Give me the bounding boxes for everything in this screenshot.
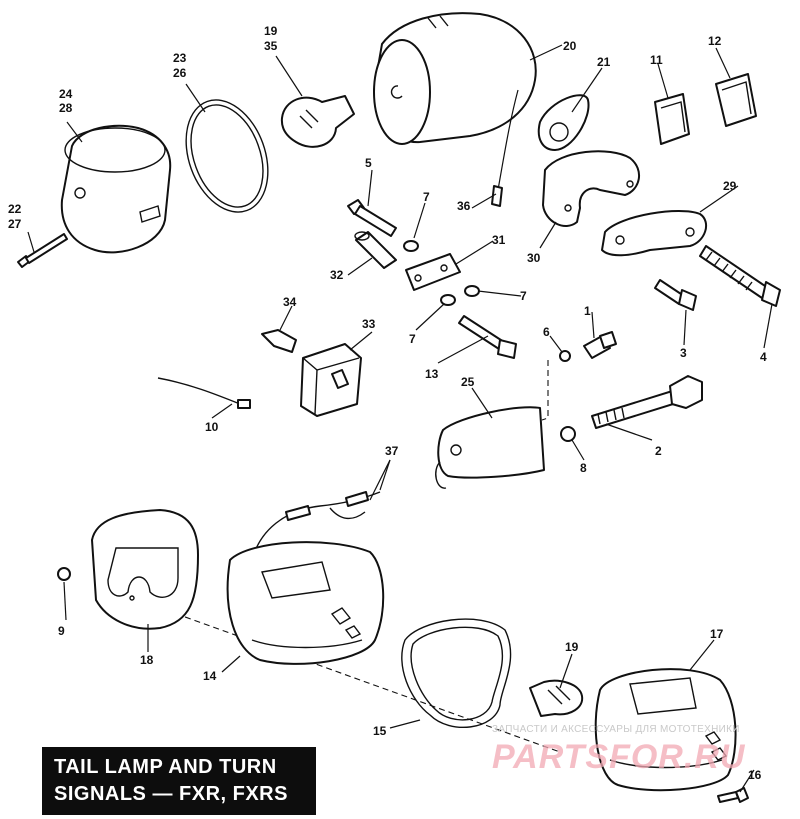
callout-32: 32 — [330, 268, 344, 282]
clamp-lower-29 — [601, 210, 708, 257]
callout-7-right: 7 — [520, 289, 527, 303]
title-line-1: TAIL LAMP AND TURN — [54, 756, 277, 778]
flasher-part-33 — [300, 343, 362, 417]
callout-36: 36 — [457, 199, 471, 213]
callout-31: 31 — [492, 233, 506, 247]
callout-5: 5 — [365, 156, 372, 170]
callout-30: 30 — [527, 251, 541, 265]
callout-15: 15 — [373, 724, 387, 738]
callout-10: 10 — [205, 420, 219, 434]
alignment-line-lower — [137, 599, 561, 753]
plate-part-31 — [405, 253, 461, 291]
lens-gasket-15 — [401, 618, 512, 729]
bulb-bottom — [529, 679, 584, 717]
callout-13: 13 — [425, 367, 439, 381]
bolt-part-1 — [583, 331, 617, 359]
screw-part-13 — [458, 315, 517, 359]
callout-33: 33 — [362, 317, 376, 331]
watermark-logo: PARTSFOR.RU — [492, 738, 746, 776]
screw-part-5 — [347, 199, 397, 237]
screw-part-22 — [17, 233, 68, 268]
spacer-part-32 — [354, 231, 397, 269]
screw-part-16 — [717, 787, 749, 803]
callout-7-top: 7 — [423, 190, 430, 204]
callout-28: 28 — [59, 101, 73, 115]
washer-part-7b — [464, 285, 480, 297]
callout-14: 14 — [203, 669, 217, 683]
nut-part-9 — [57, 567, 71, 581]
diagram-title-box: TAIL LAMP AND TURN SIGNALS — FXR, FXRS — [42, 747, 316, 815]
watermark-caption: ЗАПЧАСТИ И АКСЕССУАРЫ ДЛЯ МОТОТЕХНИКИ — [492, 724, 740, 735]
callout-9: 9 — [58, 624, 65, 638]
callout-23: 23 — [173, 51, 187, 65]
callout-22: 22 — [8, 202, 22, 216]
nut-part-6 — [559, 350, 571, 362]
callout-6: 6 — [543, 325, 550, 339]
callout-18: 18 — [140, 653, 154, 667]
callout-21: 21 — [597, 55, 611, 69]
callout-7-left: 7 — [409, 332, 416, 346]
callout-35: 35 — [264, 39, 278, 53]
clamp-upper-30 — [542, 150, 640, 227]
cable-tie-10 — [157, 377, 251, 409]
callout-4: 4 — [760, 350, 767, 364]
callout-11: 11 — [650, 53, 663, 67]
wire-connectors-37 — [251, 491, 381, 561]
callouts: 24 28 22 27 23 26 19 35 20 21 11 12 29 3… — [8, 24, 767, 782]
callout-3: 3 — [680, 346, 687, 360]
leader-lines — [27, 44, 773, 793]
bolt-part-3 — [654, 279, 697, 311]
clip-part-12 — [715, 73, 757, 127]
gasket-ring-23 — [185, 99, 269, 213]
callout-26: 26 — [173, 66, 187, 80]
bulb-top — [280, 95, 355, 148]
turn-signal-housing-top — [60, 124, 172, 254]
lens-part-17 — [594, 668, 737, 792]
tail-lamp-housing-14 — [226, 541, 385, 665]
cap-part-21 — [537, 94, 590, 151]
bolt-part-2 — [591, 375, 703, 429]
callout-37: 37 — [385, 444, 399, 458]
title-line-2: SIGNALS — FXR, FXRS — [54, 783, 288, 805]
callout-29: 29 — [723, 179, 737, 193]
callout-12: 12 — [708, 34, 722, 48]
callout-34: 34 — [283, 295, 297, 309]
lamp-housing-20 — [373, 12, 537, 207]
gasket-ring-23-inner — [190, 104, 264, 208]
callout-16: 16 — [748, 768, 762, 782]
clamp-part-34 — [261, 329, 297, 353]
callout-17: 17 — [710, 627, 724, 641]
washer-part-7a — [403, 240, 419, 252]
callout-24: 24 — [59, 87, 73, 101]
callout-2: 2 — [655, 444, 662, 458]
clip-part-11 — [654, 93, 690, 145]
bolt-part-4 — [699, 245, 781, 307]
alignment-line-upper — [541, 360, 549, 421]
callout-1: 1 — [584, 304, 591, 318]
callout-8: 8 — [580, 461, 587, 475]
callout-20: 20 — [563, 39, 577, 53]
callout-19-top: 19 — [264, 24, 278, 38]
callout-27: 27 — [8, 217, 22, 231]
callout-25: 25 — [461, 375, 475, 389]
lock-washer-part-8 — [560, 426, 576, 442]
bracket-part-25 — [435, 406, 545, 489]
callout-19-bottom: 19 — [565, 640, 579, 654]
bracket-plate-18 — [91, 509, 199, 630]
washer-part-7c — [440, 294, 456, 306]
